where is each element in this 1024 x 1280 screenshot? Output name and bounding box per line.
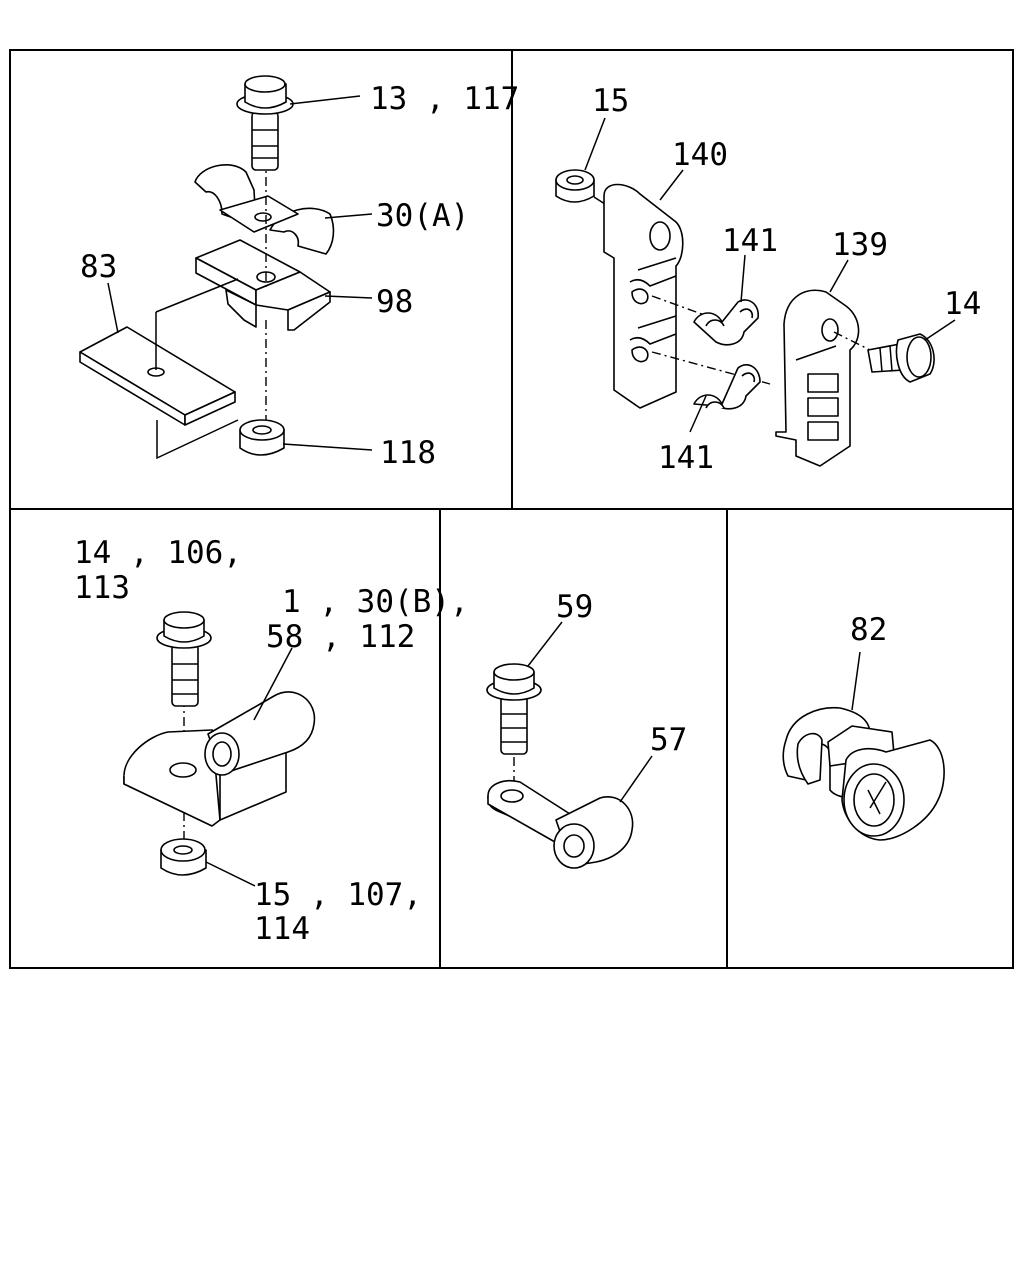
bolt-14	[833, 331, 935, 383]
callout-98: 98	[376, 284, 413, 320]
holder-140	[603, 183, 684, 409]
callout-141-upper: 141	[722, 223, 778, 259]
callout-14-106: 14 , 106,	[74, 535, 242, 571]
nut-15-107-114	[160, 838, 207, 876]
plate-83	[79, 326, 239, 460]
callout-114: 114	[254, 911, 310, 947]
callout-113: 113	[74, 570, 130, 606]
bolt-59	[486, 663, 542, 800]
callout-140: 140	[672, 137, 728, 173]
p-clip-57	[487, 780, 634, 869]
double-clip-82	[782, 706, 945, 841]
clip-141-upper	[651, 295, 759, 346]
callout-83: 83	[80, 249, 117, 285]
clip-141-lower	[651, 351, 771, 410]
bolt-13-117	[236, 75, 294, 290]
callout-141-lower: 141	[658, 440, 714, 476]
frame-grid	[9, 49, 1014, 969]
callout-15-107: 15 , 107,	[254, 877, 422, 913]
callout-139: 139	[832, 227, 888, 263]
bolt-14-106-113	[156, 611, 212, 845]
callout-13-117: 13 , 117	[370, 81, 519, 117]
panel-p-clip-assembly	[486, 621, 653, 869]
nut-118	[239, 320, 285, 456]
clamp-30a	[194, 164, 335, 255]
callout-59: 59	[556, 589, 593, 625]
bracket-98	[155, 239, 331, 370]
callout-118: 118	[380, 435, 436, 471]
callout-15: 15	[592, 83, 629, 119]
callout-82: 82	[850, 612, 887, 648]
callout-58-112: 58 , 112	[266, 619, 415, 655]
callout-14: 14	[944, 286, 981, 322]
callout-1-30b: 1 , 30(B),	[282, 584, 469, 620]
callout-30a: 30(A)	[376, 198, 469, 234]
holder-139	[775, 289, 860, 467]
callout-57: 57	[650, 722, 687, 758]
bent-clip-1-30b-58-112	[123, 691, 316, 827]
nut-15	[555, 169, 609, 207]
panel-bent-clip-assembly	[123, 611, 316, 887]
panel-pipe-holder-assembly	[555, 117, 956, 467]
panel-clamp-bracket-assembly	[79, 75, 373, 460]
panel-double-clip	[782, 651, 945, 841]
